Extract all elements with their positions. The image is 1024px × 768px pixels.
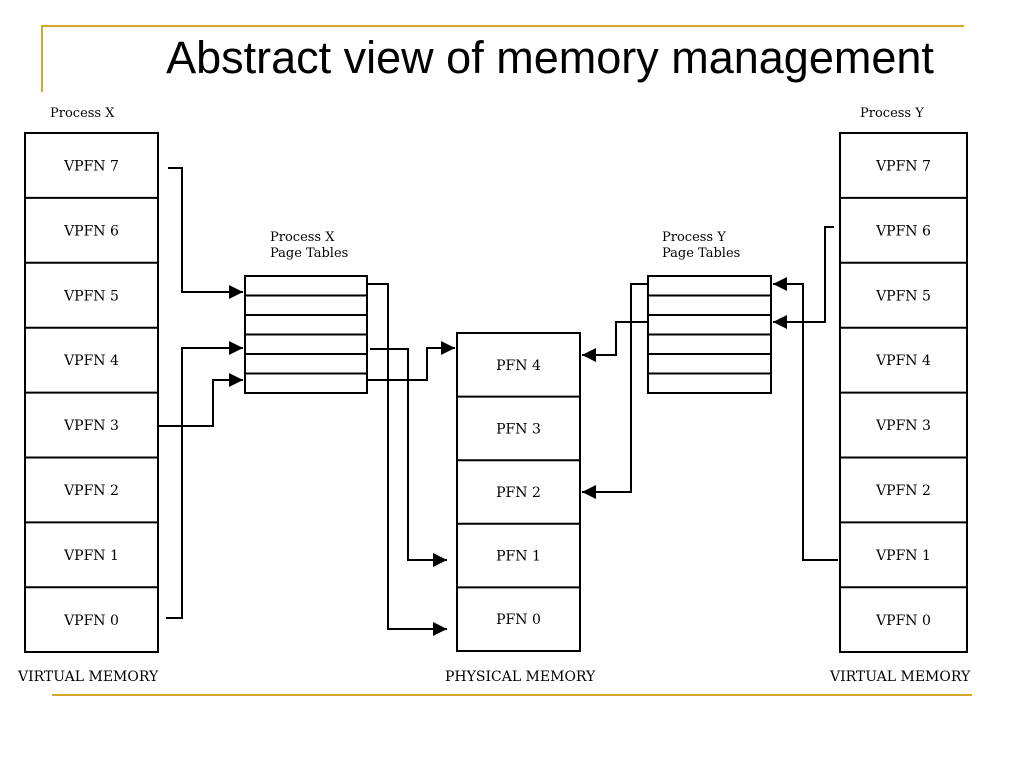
physical-frame-cell-label: PFN 1 [496, 549, 541, 565]
process-x-page-cell-label: VPFN 5 [63, 288, 119, 304]
process-y-page-cell-label: VPFN 3 [875, 418, 931, 434]
physical-memory: PFN 4 PFN 3 PFN 2 PFN 1 PFN 0 [456, 332, 581, 652]
title-accent-line-top [41, 25, 964, 27]
arrow-y-vpfn6-to-table [773, 226, 834, 329]
arrow-x-table-to-pfn0 [370, 348, 447, 567]
process-y-page-cell-label: VPFN 1 [875, 548, 931, 564]
process-y-page-cell-label: VPFN 5 [875, 288, 931, 304]
physical-frame-cell-label: PFN 3 [496, 421, 541, 437]
process-x-page-tables-title-line2: Page Tables [270, 246, 348, 261]
process-x-page-tables-title-line1: Process X [270, 230, 335, 245]
slide-title: Abstract view of memory management [166, 32, 934, 83]
process-x-header: Process X [50, 106, 115, 121]
arrow-x-vpfn0-to-table [166, 341, 243, 619]
process-x-page-table [244, 275, 368, 394]
process-x-page-cell-label: VPFN 7 [63, 158, 119, 174]
bottom-accent-line [52, 694, 972, 696]
process-x-page-table-entry [244, 275, 368, 297]
process-x-page-cell-label: VPFN 2 [63, 483, 119, 499]
process-x-page-cell-label: VPFN 1 [63, 548, 119, 564]
process-y-page-cell-label: VPFN 2 [875, 483, 931, 499]
arrow-y-table-to-pfn4 [582, 321, 648, 362]
arrow-y-table-to-pfn2 [582, 283, 648, 499]
process-y-page-cell-label: VPFN 7 [875, 158, 931, 174]
title-accent-line-vertical [41, 26, 43, 92]
process-y-virtual-memory-label: VIRTUAL MEMORY [829, 669, 971, 685]
process-y-page-table-entry [647, 294, 772, 316]
process-x-page-cell-label: VPFN 0 [63, 613, 119, 629]
arrow-x-table-to-pfn4 [367, 341, 455, 381]
process-x-mapping-arrows [158, 167, 455, 636]
arrow-y-vpfn1-to-table [773, 277, 838, 561]
process-y-header: Process Y [860, 106, 924, 121]
process-y-page-table-entry [647, 353, 772, 375]
process-x-page-cell-label: VPFN 6 [63, 223, 119, 239]
process-x-page-table-entry [244, 372, 368, 394]
process-y-page-tables-title-line1: Process Y [662, 230, 726, 245]
process-y-page-tables-title-line2: Page Tables [662, 246, 740, 261]
process-y-page-cell-label: VPFN 4 [875, 353, 931, 369]
arrow-x-vpfn3-to-table [158, 373, 243, 427]
process-x-page-table-entry [244, 294, 368, 316]
process-y-page-table-entry [647, 314, 772, 336]
arrow-x-table-to-pfn1 [367, 283, 447, 636]
process-x-page-table-entry [244, 314, 368, 336]
physical-frame-cell-label: PFN 0 [496, 612, 541, 628]
process-y-page-table-entry [647, 333, 772, 355]
process-y-page-table [647, 275, 772, 394]
process-x-page-table-entry [244, 333, 368, 355]
process-x-page-cell-label: VPFN 4 [63, 353, 119, 369]
arrow-x-vpfn7-to-table [168, 167, 243, 299]
process-x-page-cell-label: VPFN 3 [63, 418, 119, 434]
process-y-virtual-memory: VPFN 7 VPFN 6 VPFN 5 VPFN 4 VPFN 3 VPFN 2 VPFN… [839, 132, 968, 653]
process-x-virtual-memory: VPFN 7 VPFN 6 VPFN 5 VPFN 4 VPFN 3 VPFN 2 VPFN… [24, 132, 159, 653]
physical-memory-label: PHYSICAL MEMORY [445, 669, 596, 685]
process-x-virtual-memory-label: VIRTUAL MEMORY [17, 669, 159, 685]
physical-frame-cell-label: PFN 4 [496, 358, 541, 374]
process-x-page-table-entry [244, 353, 368, 375]
process-y-page-cell-label: VPFN 6 [875, 223, 931, 239]
process-y-page-table-entry [647, 275, 772, 297]
process-y-mapping-arrows [582, 226, 838, 561]
process-y-page-cell-label: VPFN 0 [875, 613, 931, 629]
physical-frame-cell-label: PFN 2 [496, 485, 541, 501]
process-y-page-table-entry [647, 372, 772, 394]
